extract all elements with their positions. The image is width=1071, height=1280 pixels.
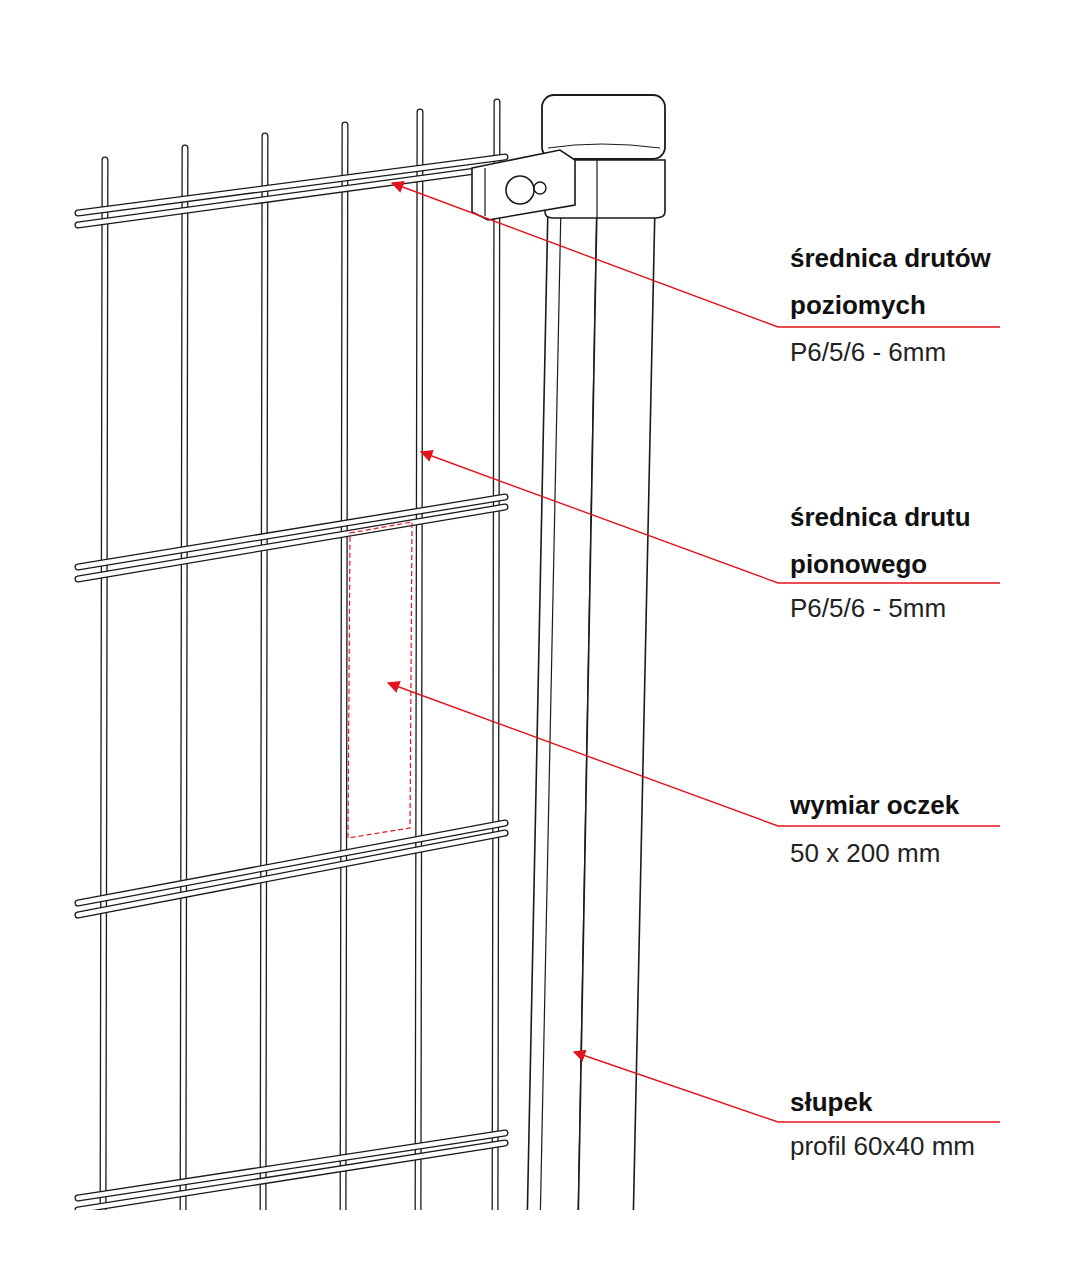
callout-value: P6/5/6 - 5mm bbox=[790, 585, 1060, 632]
callout-heading: średnica drutów poziomych bbox=[790, 235, 1030, 329]
callout-heading: wymiar oczek bbox=[790, 782, 1060, 829]
vertical-wire bbox=[183, 148, 185, 1210]
horizontal-wire bbox=[78, 507, 505, 579]
clamp bbox=[472, 150, 575, 220]
vertical-wire bbox=[495, 102, 497, 1210]
post-edge bbox=[540, 205, 561, 1210]
horizontal-wire bbox=[78, 1143, 505, 1210]
horizontal-wire bbox=[78, 1133, 505, 1198]
horizontal-wire bbox=[78, 507, 505, 579]
horizontal-wire bbox=[78, 167, 505, 225]
horizontal-wire bbox=[78, 1143, 505, 1210]
horizontal-wire bbox=[78, 833, 505, 915]
clamp-nut bbox=[534, 182, 546, 194]
horizontal-wire bbox=[78, 167, 505, 225]
horizontal-wire bbox=[78, 823, 505, 903]
vertical-wire bbox=[418, 112, 420, 1210]
post-cap-edge bbox=[548, 144, 660, 148]
horizontal-wire bbox=[78, 833, 505, 915]
leader-line bbox=[574, 1052, 1000, 1122]
callout-value: P6/5/6 - 6mm bbox=[790, 329, 1060, 376]
horizontal-wire bbox=[78, 157, 505, 213]
callout-heading: słupek bbox=[790, 1079, 1060, 1126]
vertical-wire bbox=[263, 136, 265, 1210]
horizontal-wire bbox=[78, 497, 505, 567]
clamp-edge bbox=[484, 168, 485, 216]
fence-panel bbox=[78, 102, 505, 1210]
clamp-bolt bbox=[506, 176, 534, 204]
vertical-wire bbox=[183, 148, 185, 1210]
mesh-outline bbox=[348, 522, 412, 838]
leader-lines bbox=[388, 183, 1000, 1122]
vertical-wire bbox=[343, 125, 345, 1210]
horizontal-wire bbox=[78, 823, 505, 903]
vertical-wire bbox=[103, 160, 105, 1210]
vertical-wire bbox=[343, 125, 345, 1210]
callout-value: profil 60x40 mm bbox=[790, 1123, 1065, 1170]
vertical-wire bbox=[495, 102, 497, 1210]
callout-heading: średnica drutu pionowego bbox=[790, 494, 1030, 588]
horizontal-wire bbox=[78, 157, 505, 213]
horizontal-wire bbox=[78, 497, 505, 567]
post-front-face bbox=[578, 205, 655, 1210]
vertical-wire bbox=[103, 160, 105, 1210]
post-cap-edge bbox=[596, 160, 597, 218]
fence-post bbox=[472, 95, 665, 1210]
vertical-wire bbox=[263, 136, 265, 1210]
callout-value: 50 x 200 mm bbox=[790, 830, 1060, 877]
vertical-wire bbox=[418, 112, 420, 1210]
horizontal-wire bbox=[78, 1133, 505, 1198]
